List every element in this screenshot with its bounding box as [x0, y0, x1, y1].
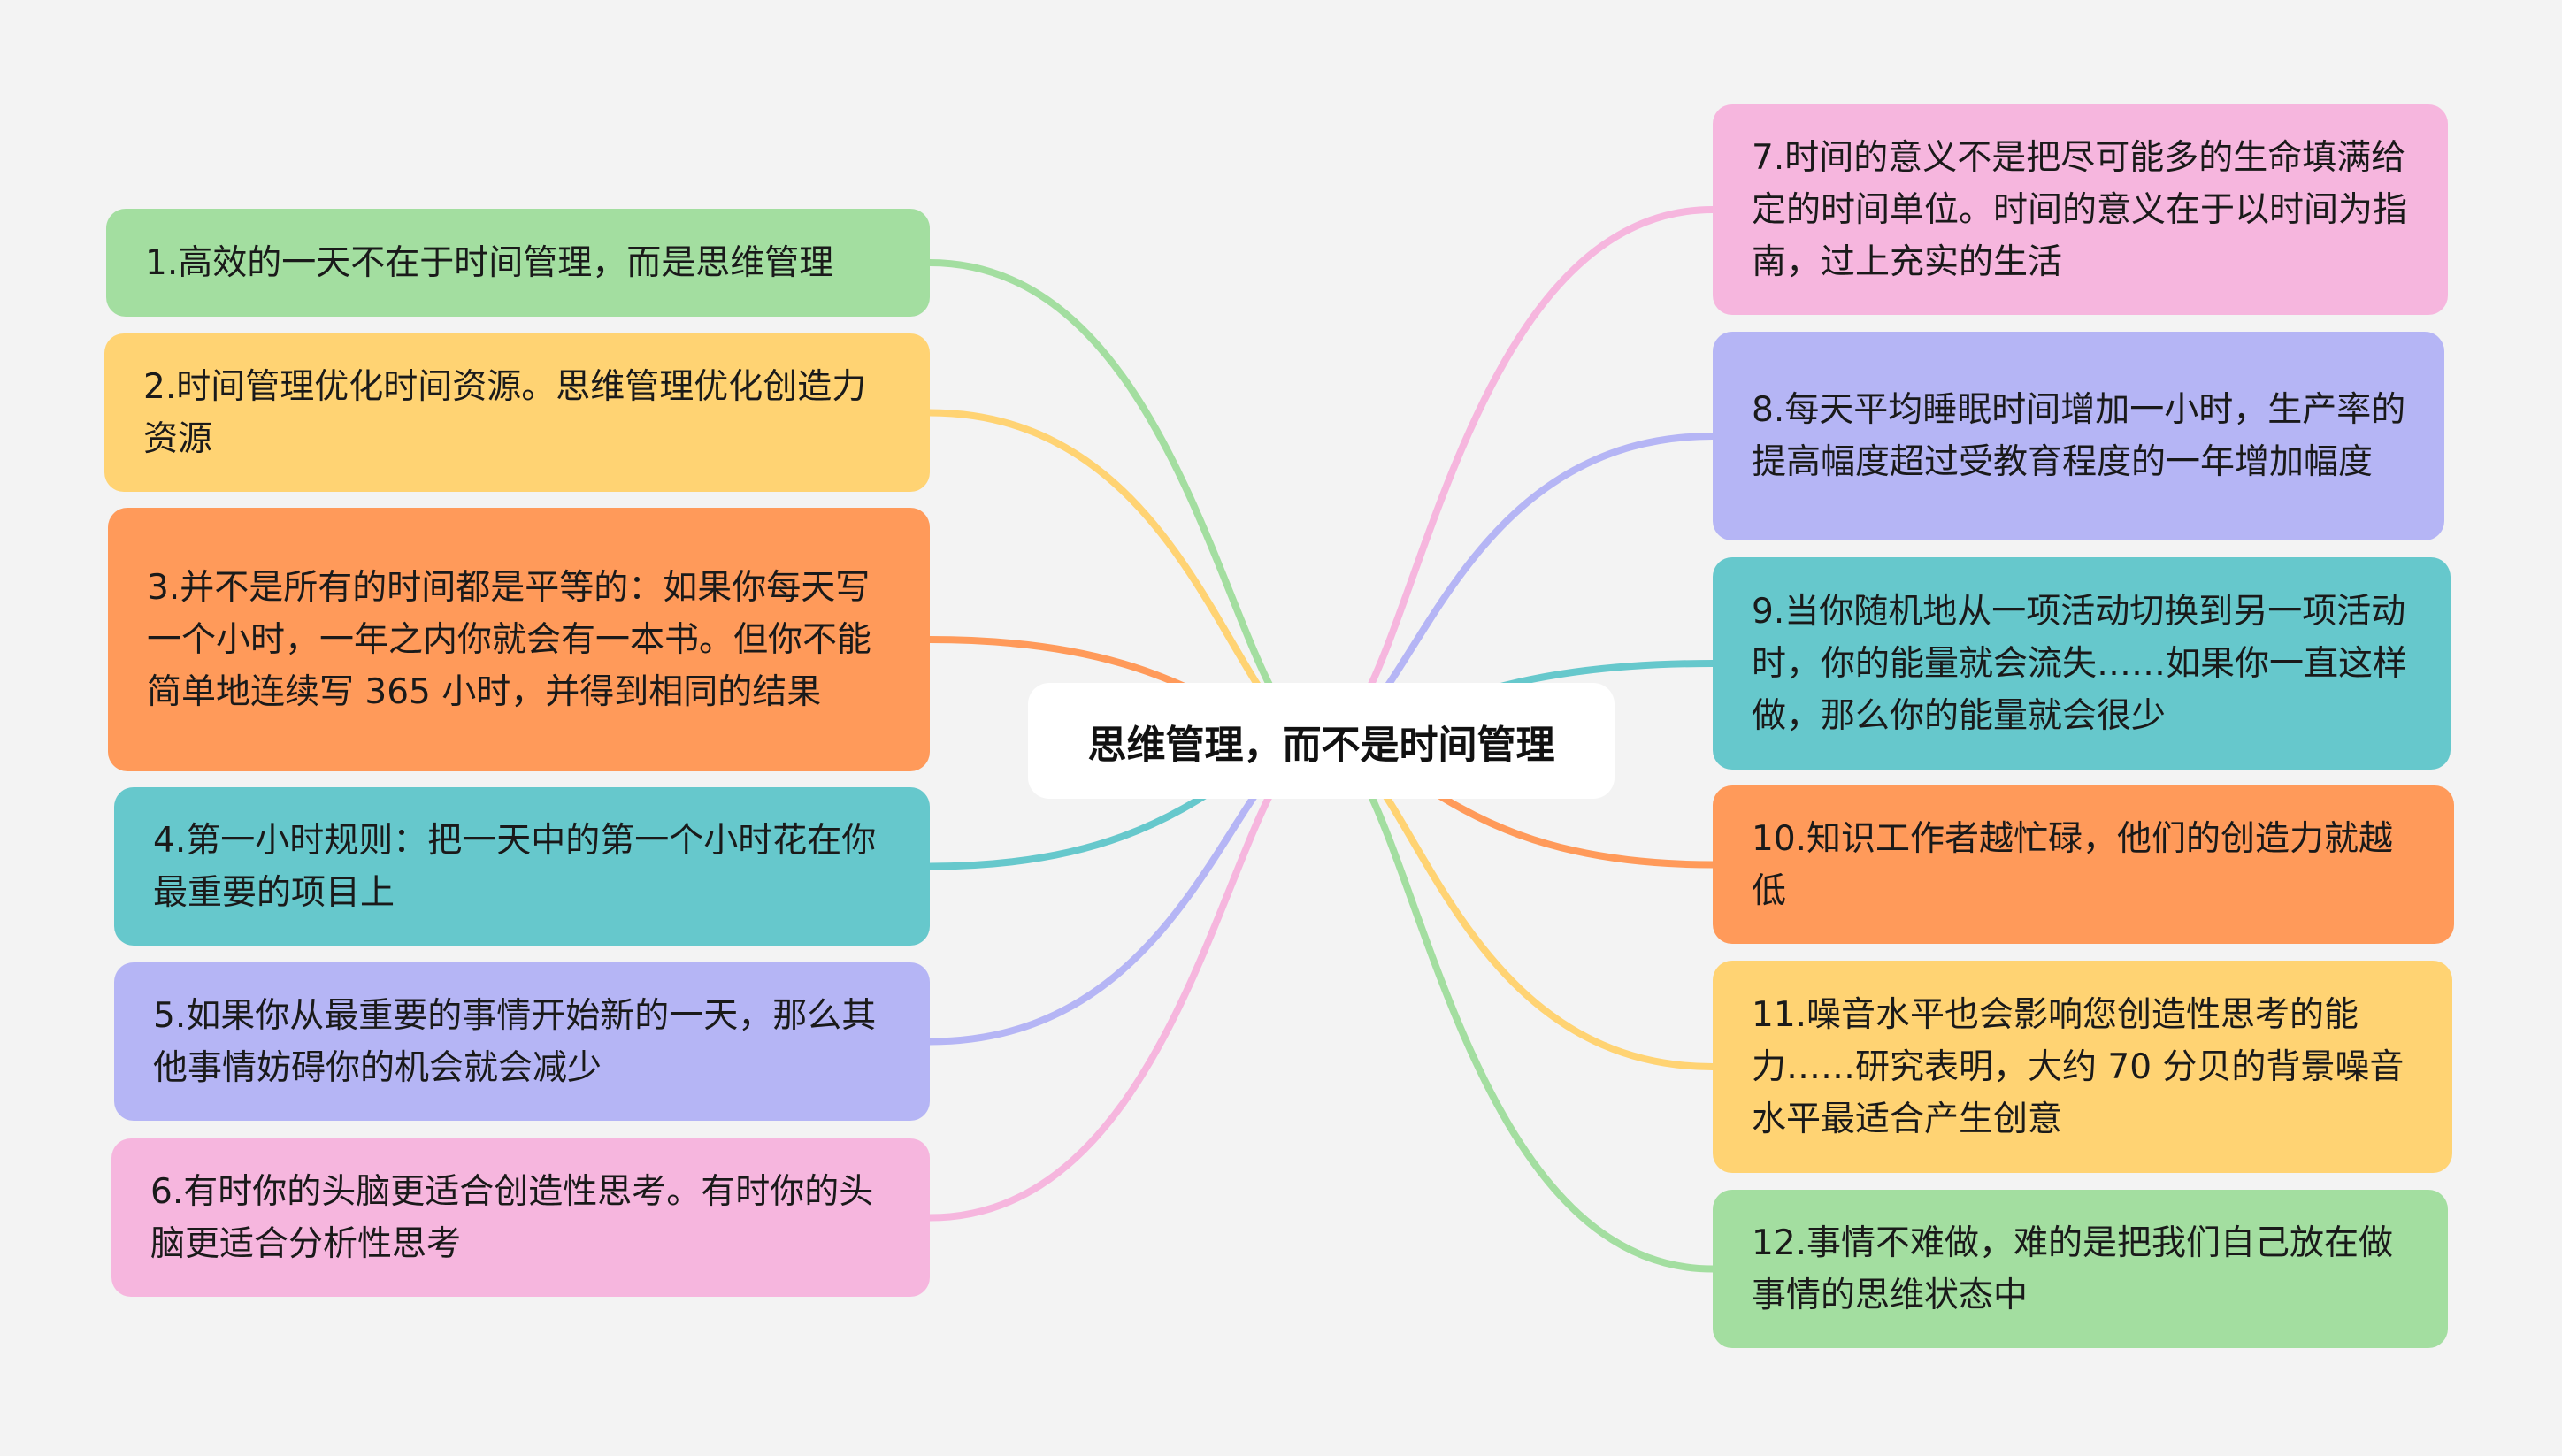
connector-line-6: [929, 737, 1323, 1222]
topic-node-8[interactable]: 8.每天平均睡眠时间增加一小时，生产率的提高幅度超过受教育程度的一年增加幅度: [1713, 332, 2444, 540]
topic-node-6[interactable]: 6.有时你的头脑更适合创造性思考。有时你的头脑更适合分析性思考: [111, 1138, 930, 1297]
topic-label: 4.第一小时规则：把一天中的第一个小时花在你最重要的项目上: [153, 820, 877, 913]
topic-node-5[interactable]: 5.如果你从最重要的事情开始新的一天，那么其他事情妨碍你的机会就会减少: [114, 962, 930, 1121]
topic-label: 12.事情不难做，难的是把我们自己放在做事情的思维状态中: [1752, 1222, 2394, 1315]
topic-label: 11.噪音水平也会影响您创造性思考的能力……研究表明，大约 70 分贝的背景噪音…: [1752, 994, 2405, 1139]
topic-label: 7.时间的意义不是把尽可能多的生命填满给定的时间单位。时间的意义在于以时间为指南…: [1752, 137, 2408, 282]
connector-line-1: [929, 259, 1323, 744]
central-topic[interactable]: 思维管理，而不是时间管理: [1028, 683, 1615, 799]
topic-label: 5.如果你从最重要的事情开始新的一天，那么其他事情妨碍你的机会就会减少: [153, 995, 877, 1088]
central-topic-label: 思维管理，而不是时间管理: [1087, 722, 1555, 768]
topic-node-4[interactable]: 4.第一小时规则：把一天中的第一个小时花在你最重要的项目上: [114, 787, 930, 946]
topic-label: 9.当你随机地从一项活动切换到另一项活动时，你的能量就会流失……如果你一直这样做…: [1752, 591, 2408, 736]
topic-node-9[interactable]: 9.当你随机地从一项活动切换到另一项活动时，你的能量就会流失……如果你一直这样做…: [1713, 557, 2451, 770]
topic-node-7[interactable]: 7.时间的意义不是把尽可能多的生命填满给定的时间单位。时间的意义在于以时间为指南…: [1713, 104, 2448, 315]
topic-node-2[interactable]: 2.时间管理优化时间资源。思维管理优化创造力资源: [104, 333, 930, 492]
topic-label: 10.知识工作者越忙碌，他们的创造力就越低: [1752, 818, 2394, 911]
topic-label: 8.每天平均睡眠时间增加一小时，生产率的提高幅度超过受教育程度的一年增加幅度: [1752, 390, 2406, 482]
topic-node-1[interactable]: 1.高效的一天不在于时间管理，而是思维管理: [106, 209, 930, 317]
topic-label: 1.高效的一天不在于时间管理，而是思维管理: [145, 242, 834, 283]
topic-node-11[interactable]: 11.噪音水平也会影响您创造性思考的能力……研究表明，大约 70 分贝的背景噪音…: [1713, 961, 2452, 1173]
topic-label: 2.时间管理优化时间资源。思维管理优化创造力资源: [143, 366, 867, 459]
topic-label: 3.并不是所有的时间都是平等的：如果你每天写一个小时，一年之内你就会有一本书。但…: [147, 567, 872, 712]
topic-node-10[interactable]: 10.知识工作者越忙碌，他们的创造力就越低: [1713, 785, 2454, 944]
connector-line-7: [1321, 206, 1714, 744]
connector-line-12: [1321, 737, 1714, 1273]
topic-node-3[interactable]: 3.并不是所有的时间都是平等的：如果你每天写一个小时，一年之内你就会有一本书。但…: [108, 508, 930, 771]
topic-label: 6.有时你的头脑更适合创造性思考。有时你的头脑更适合分析性思考: [150, 1171, 874, 1264]
topic-node-12[interactable]: 12.事情不难做，难的是把我们自己放在做事情的思维状态中: [1713, 1190, 2448, 1348]
